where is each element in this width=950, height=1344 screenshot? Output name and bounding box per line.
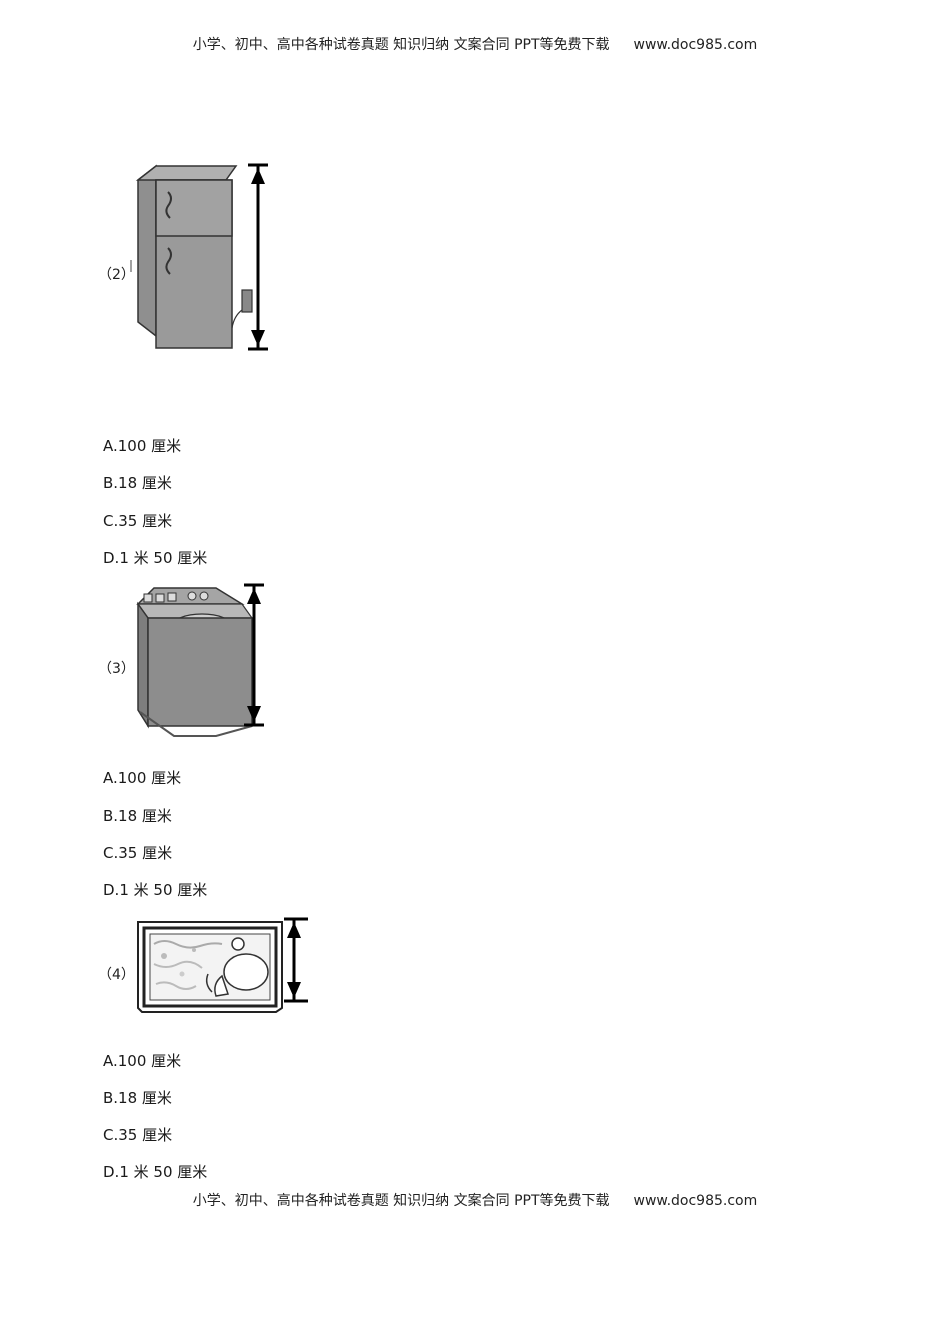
refrigerator-icon [130,163,268,351]
option-c: C.35 厘米 [103,1126,173,1144]
option-a: A.100 厘米 [103,1052,182,1070]
option-d: D.1 米 50 厘米 [103,1163,208,1181]
footer-site: www.doc985.com [633,1193,758,1209]
option-c: C.35 厘米 [103,844,173,862]
header-site: www.doc985.com [633,37,758,53]
option-b: B.18 厘米 [103,1089,172,1107]
option-d: D.1 米 50 厘米 [103,549,208,567]
page-footer: 小学、初中、高中各种试卷真题 知识归纳 文案合同 PPT等免费下载 www.doc… [0,1190,950,1210]
header-text: 小学、初中、高中各种试卷真题 知识归纳 文案合同 PPT等免费下载 [192,37,610,53]
option-a: A.100 厘米 [103,769,182,787]
picture-frame-icon [137,917,308,1013]
question-number: （2） [98,267,135,283]
page-header: 小学、初中、高中各种试卷真题 知识归纳 文案合同 PPT等免费下载 www.doc… [0,34,950,54]
footer-text: 小学、初中、高中各种试卷真题 知识归纳 文案合同 PPT等免费下载 [192,1193,610,1209]
question-number: （4） [98,967,135,983]
question-number: （3） [98,661,135,677]
option-c: C.35 厘米 [103,512,173,530]
option-a: A.100 厘米 [103,437,182,455]
washing-machine-icon [136,583,264,737]
option-b: B.18 厘米 [103,807,172,825]
option-d: D.1 米 50 厘米 [103,881,208,899]
option-b: B.18 厘米 [103,474,172,492]
